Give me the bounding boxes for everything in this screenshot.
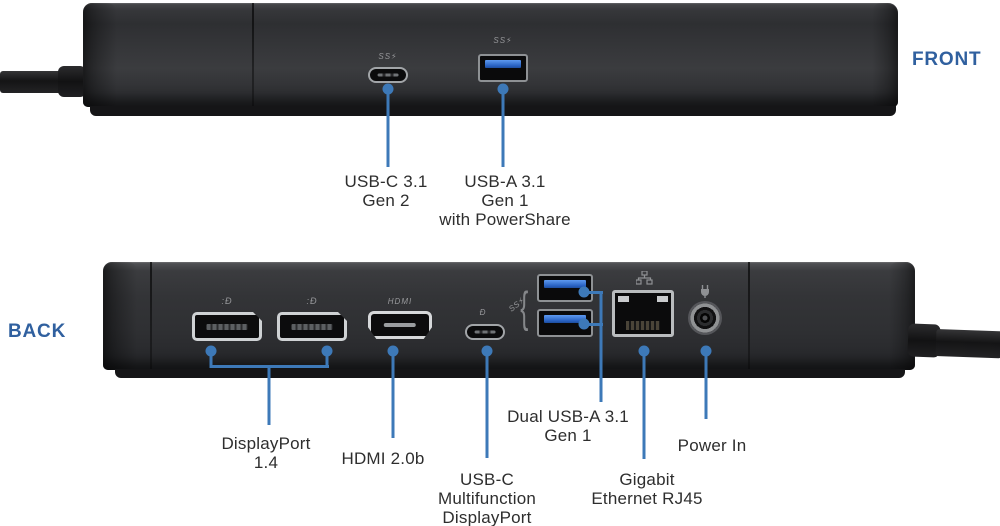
usb-c-back-marking: Đ (479, 308, 487, 317)
usb-a-front-tongue (485, 60, 521, 68)
hdmi-marking: HDMI (387, 297, 413, 306)
usb-a-front-label-line2: Gen 1 (481, 191, 529, 210)
callout-line-displayport-2 (325, 355, 329, 368)
callout-dot-usb-a-front (497, 83, 509, 95)
usb-a-front-label-line1: USB-A 3.1 (464, 172, 546, 191)
power-label-line1: Power In (677, 436, 747, 455)
callout-dot-usb-c-front (382, 83, 394, 95)
usb-c-front-label-line2: Gen 2 (362, 191, 410, 210)
displayport-1-marking: :Đ (221, 296, 233, 306)
hdmi-slot (383, 322, 417, 327)
displayport-1-slot (207, 324, 248, 330)
usb-c-back-label-line1: USB-C (460, 470, 514, 489)
displayport-label-line2: 1.4 (253, 453, 279, 472)
displayport-2-marking: :Đ (306, 296, 318, 306)
back-view-label: BACK (8, 321, 67, 342)
callout-line-usb-c-back (485, 355, 489, 458)
front-cable-strain-relief (58, 66, 86, 97)
ethernet-pins (626, 321, 660, 330)
callout-dot-ethernet (638, 345, 650, 357)
network-icon (636, 271, 653, 285)
callout-line-power (704, 355, 708, 419)
dual-usb-a-label: Dual USB-A 3.1 Gen 1 (507, 407, 629, 445)
callout-line-ethernet (642, 355, 646, 459)
callout-line-usb-a-back (599, 291, 603, 402)
ethernet-label-line1: Gigabit (619, 470, 675, 489)
front-view-label: FRONT (912, 49, 982, 70)
front-cable (0, 71, 64, 93)
usb-c-back-label-line3: DisplayPort (442, 508, 532, 526)
callout-dot-hdmi (387, 345, 399, 357)
ethernet-label-line2: Ethernet RJ45 (591, 489, 703, 508)
usb-c-front-marking: SS⚡ (378, 52, 398, 61)
usb-a-port-front (478, 54, 528, 82)
usb-c-front-label: USB-C 3.1 Gen 2 (344, 172, 427, 210)
usb-a-front-label: USB-A 3.1 Gen 1 with PowerShare (439, 172, 571, 229)
callout-arm-usb-a-bottom (584, 323, 603, 326)
callout-dot-power (700, 345, 712, 357)
callout-dot-displayport-1 (205, 345, 217, 357)
plug-icon (701, 285, 709, 298)
callout-line-hdmi (391, 355, 395, 438)
callout-dot-usb-c-back (481, 345, 493, 357)
usb-c-port-front (368, 67, 408, 83)
ethernet-label: Gigabit Ethernet RJ45 (591, 470, 702, 508)
usb-c-back-label-line2: Multifunction (437, 489, 537, 508)
callout-line-usb-c-front (386, 94, 390, 167)
displayport-2-slot (292, 324, 333, 330)
usb-a-back-top-tongue (544, 280, 586, 288)
power-pin (702, 315, 708, 321)
front-panel-seam (252, 3, 254, 107)
ethernet-tab-right (657, 296, 668, 302)
displayport-label: DisplayPort 1.4 (221, 434, 310, 472)
ethernet-port (612, 290, 674, 337)
usb-a-front-label-line3: with PowerShare (439, 210, 571, 229)
hdmi-label-line1: HDMI 2.0b (341, 449, 425, 468)
dual-usb-a-label-line1: Dual USB-A 3.1 (507, 407, 629, 426)
callout-stem-displayport (267, 365, 271, 425)
callout-line-displayport-1 (209, 355, 213, 368)
power-label: Power In (678, 436, 747, 455)
displayport-1 (192, 312, 262, 341)
back-panel-seam-right (748, 262, 750, 370)
usb-a-back-brace: { (520, 283, 529, 332)
hdmi-port (368, 311, 432, 339)
power-port (688, 301, 722, 335)
usb-c-front-label-line1: USB-C 3.1 (344, 172, 428, 191)
usb-c-back-label: USB-C Multifunction DisplayPort (438, 470, 536, 526)
ethernet-tab-left (618, 296, 629, 302)
dual-usb-a-label-line2: Gen 1 (544, 426, 592, 445)
callout-arm-usb-a-top (584, 291, 603, 294)
displayport-2 (277, 312, 347, 341)
back-cable (935, 329, 1000, 359)
hdmi-label: HDMI 2.0b (341, 449, 424, 468)
callout-dot-displayport-2 (321, 345, 333, 357)
back-panel-seam-left (150, 262, 152, 370)
usb-a-back-bottom-tongue (544, 315, 586, 323)
usb-a-front-marking: SS⚡ (493, 36, 513, 45)
front-dock-base (90, 106, 896, 116)
displayport-label-line1: DisplayPort (221, 434, 311, 453)
back-dock-base (115, 369, 905, 378)
callout-line-usb-a-front (501, 94, 505, 167)
usb-c-port-back (465, 324, 505, 340)
